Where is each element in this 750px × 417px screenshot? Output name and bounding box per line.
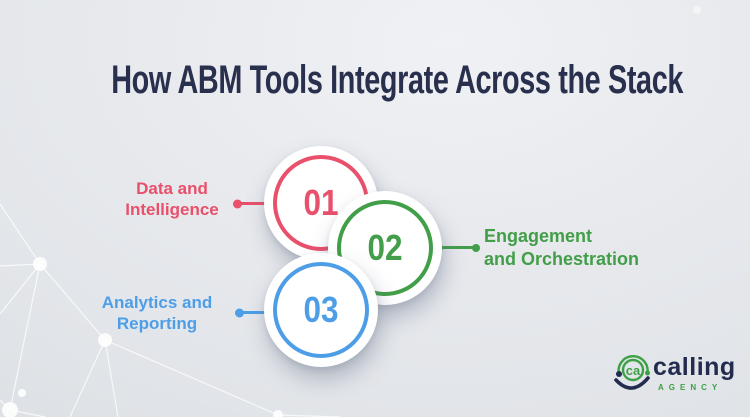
step-01-label-line1: Data and xyxy=(136,179,208,198)
headset-earcup-icon xyxy=(616,371,622,377)
step-02-label: Engagement and Orchestration xyxy=(484,225,639,271)
step-02-label-line1: Engagement xyxy=(484,226,593,246)
step-03-label-line2: Reporting xyxy=(116,314,198,333)
icon-letters: ca xyxy=(626,363,641,378)
smile-icon xyxy=(614,376,650,390)
step-03-ring: 03 xyxy=(273,262,369,358)
calling-agency-logo: ca calling AGENCY xyxy=(612,349,746,401)
step-03-connector xyxy=(239,311,270,314)
step-01-number: 01 xyxy=(303,182,339,223)
step-02-label-line2: and Orchestration xyxy=(484,249,640,269)
headset-band-icon xyxy=(617,355,649,376)
step-01-connector xyxy=(237,202,270,205)
step-03-label-line1: Analytics and xyxy=(101,293,213,312)
step-03-label: Analytics and Reporting xyxy=(93,292,221,334)
calling-agency-icon: ca xyxy=(614,355,650,390)
step-03-circle: 03 xyxy=(264,253,378,367)
step-01-label: Data and Intelligence xyxy=(108,178,236,220)
page-title-text: How ABM Tools Integrate Across the Stack xyxy=(111,58,684,102)
headset-earpiece-icon xyxy=(645,370,650,376)
logo-brand-text: calling xyxy=(653,353,736,381)
step-01-label-line2: Intelligence xyxy=(125,200,219,219)
logo-tagline-text: AGENCY xyxy=(658,383,723,392)
step-02-number: 02 xyxy=(367,227,403,268)
page-title: How ABM Tools Integrate Across the Stack xyxy=(0,58,750,103)
step-02-connector xyxy=(438,246,476,249)
icon-ring xyxy=(621,358,645,382)
step-03-number: 03 xyxy=(303,289,339,330)
